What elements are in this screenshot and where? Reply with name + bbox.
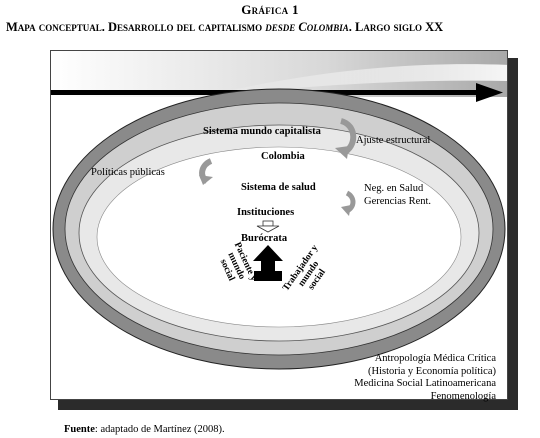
- approach-item: (Historia y Economía política): [367, 365, 496, 377]
- neg-curve-arrowhead: [341, 205, 351, 216]
- diagram-frame: Sistema mundo capitalista Colombia Siste…: [50, 50, 508, 400]
- instituciones-arrow-shaft: [262, 220, 274, 227]
- label-colombia: Colombia: [261, 151, 305, 162]
- label-sistema-mundo: Sistema mundo capitalista: [203, 126, 321, 137]
- approach-item: Medicina Social Latinoamericana: [354, 378, 496, 389]
- burocrata-base: [254, 271, 282, 281]
- label-gerencias-rent: Gerencias Rent.: [364, 196, 432, 207]
- timeline-arrow-head: [476, 83, 503, 102]
- burocrata-arrow-shaft: [261, 259, 275, 273]
- label-instituciones: Instituciones: [237, 207, 295, 218]
- approaches-list: Antropología Médica Crítica (Historia y …: [354, 353, 496, 403]
- ajuste-curve-arrowhead: [335, 146, 349, 159]
- burocrata-arrow-head: [253, 245, 283, 261]
- approach-item: Fenomenología: [430, 390, 496, 402]
- diagram-canvas: [51, 51, 507, 370]
- figure-label: Gráfica 1: [241, 2, 299, 17]
- instituciones-arrow-head: [256, 225, 280, 233]
- politicas-curve-arrowhead: [199, 175, 213, 185]
- figure-title: Mapa conceptual. Desarrollo del capitali…: [6, 20, 444, 34]
- label-neg-salud: Neg. en Salud: [364, 183, 424, 194]
- label-sistema-salud: Sistema de salud: [241, 182, 316, 193]
- source-note: Fuente: adaptado de Martínez (2008).: [64, 424, 225, 435]
- label-politicas-publicas: Políticas públicas: [91, 167, 165, 178]
- approach-item: Antropología Médica Crítica: [374, 353, 496, 364]
- label-ajuste-estructural: Ajuste estructural: [356, 135, 431, 146]
- label-burocrata: Burócrata: [241, 233, 288, 244]
- ring-core: [96, 146, 462, 328]
